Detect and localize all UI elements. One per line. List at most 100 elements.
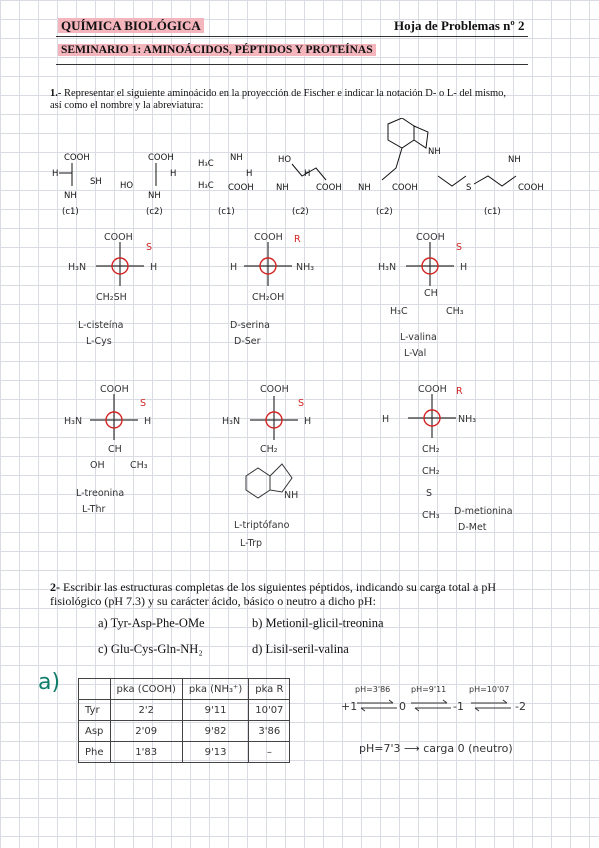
notation-d: D- bbox=[425, 88, 437, 99]
question-2-number: 2- bbox=[50, 580, 60, 594]
eq-state-2: -1 bbox=[453, 700, 464, 713]
val-h3c: H₃C bbox=[390, 306, 408, 317]
fischer-cys: COOH H₃N H CH₂SH S L-cisteína L-Cys bbox=[68, 232, 157, 347]
fischer-ser: COOH H NH₃ CH₂OH R D-serina D-Ser bbox=[230, 232, 314, 347]
ser-abbr: D-Ser bbox=[234, 336, 261, 347]
table-row: Phe 1'83 9'13 – bbox=[78, 741, 291, 763]
s3-h3c-bottom: H₃C bbox=[198, 181, 214, 191]
trp-cooh: COOH bbox=[260, 384, 289, 395]
met-name: D-metionina bbox=[454, 506, 513, 517]
eq-ph2: pH=9'11 bbox=[411, 685, 446, 694]
s2-nh3: NH bbox=[148, 191, 161, 201]
fischer-val: COOH H₃N H CH H₃C CH₃ S L-valina L-Val bbox=[378, 232, 467, 359]
pka-cell: Phe bbox=[78, 741, 111, 763]
trp-h3n: H₃N bbox=[222, 416, 240, 427]
trp-abbr: L-Trp bbox=[240, 538, 262, 549]
question-1-text-a: Representar el siguiente aminoácido en l… bbox=[64, 88, 426, 99]
label-c2-b: (c2) bbox=[292, 207, 309, 217]
ser-name: D-serina bbox=[230, 320, 270, 331]
fischer-row-1: COOH H₃N H CH₂SH S L-cisteína L-Cys COOH… bbox=[68, 232, 467, 359]
val-h: H bbox=[460, 262, 467, 273]
met-nh3: NH₃ bbox=[458, 414, 476, 425]
thr-oh: OH bbox=[90, 460, 105, 471]
eq-result: pH=7'3 ⟶ carga 0 (neutro) bbox=[359, 742, 513, 755]
question-2: 2- Escribir las estructuras completas de… bbox=[50, 580, 530, 608]
peptide-b: b) Metionil-glicil-treonina bbox=[252, 616, 384, 630]
cys-abbr: L-Cys bbox=[86, 336, 112, 347]
thr-cooh: COOH bbox=[100, 384, 129, 395]
s4-cooh: COOH bbox=[316, 183, 342, 193]
s5-benzene bbox=[387, 118, 415, 149]
peptide-a: a) Tyr-Asp-Phe-OMe bbox=[98, 616, 205, 630]
s2-h: H bbox=[170, 169, 176, 179]
eq-state-3: -2 bbox=[515, 700, 526, 713]
cys-h3n: H₃N bbox=[68, 262, 86, 273]
s3-cooh: COOH bbox=[228, 183, 254, 193]
s2-cooh: COOH bbox=[148, 153, 174, 163]
pka-header-row: pka (COOH) pka (NH₃⁺) pka R bbox=[78, 678, 291, 700]
charge-equilibrium: pH=3'86 pH=9'11 pH=10'07 +1 0 -1 -2 pH=7… bbox=[341, 685, 526, 755]
trp-h: H bbox=[304, 416, 311, 427]
label-c1-c: (c1) bbox=[484, 207, 501, 217]
ser-cooh: COOH bbox=[254, 232, 283, 243]
s3-h: H bbox=[246, 169, 252, 179]
s1-cooh: COOH bbox=[64, 153, 90, 163]
pka-cell: 2'2 bbox=[109, 699, 183, 721]
val-cooh: COOH bbox=[416, 232, 445, 243]
ser-config: R bbox=[294, 234, 301, 245]
s4-ho: HO bbox=[278, 155, 291, 165]
pka-cell: 3'86 bbox=[248, 720, 291, 742]
pka-cell: 1'83 bbox=[109, 741, 183, 763]
val-abbr: L-Val bbox=[404, 348, 426, 359]
s3-nh3: NH bbox=[230, 153, 243, 163]
notation-l: L- bbox=[446, 88, 457, 99]
sheet-title: Hoja de Problemas nº 2 bbox=[394, 18, 525, 33]
trp-nh: NH bbox=[284, 490, 298, 501]
ser-nh3: NH₃ bbox=[296, 262, 314, 273]
eq-state-0: +1 bbox=[341, 700, 357, 713]
pka-cell: 10'07 bbox=[248, 699, 291, 721]
s2-ho: HO bbox=[120, 181, 133, 191]
eq-ph3: pH=10'07 bbox=[469, 685, 509, 694]
ser-ch2oh: CH₂OH bbox=[252, 292, 284, 303]
s5-pyrrole bbox=[413, 125, 429, 149]
s6-nh3: NH bbox=[508, 155, 521, 165]
question-1-number: 1.- bbox=[50, 88, 62, 99]
cys-name: L-cisteína bbox=[78, 320, 123, 331]
eq-ph1: pH=3'86 bbox=[355, 685, 390, 694]
s5-chain bbox=[381, 147, 403, 181]
s5-nh3: NH bbox=[358, 183, 371, 193]
s4-nh3: NH bbox=[276, 183, 289, 193]
thr-name: L-treonina bbox=[76, 488, 124, 499]
pka-cell: – bbox=[248, 741, 291, 763]
seminar-divider bbox=[56, 64, 528, 65]
trp-ch2: CH₂ bbox=[260, 444, 278, 455]
pka-cell: 9'82 bbox=[181, 720, 250, 742]
met-ch3: CH₃ bbox=[422, 510, 440, 521]
s5-nh: NH bbox=[428, 147, 441, 157]
peptide-c: c) Glu-Cys-Gln-NH₂ bbox=[98, 642, 203, 656]
fischer-met: COOH H NH₃ CH₂ CH₂ S CH₃ R D-metionina D… bbox=[382, 384, 513, 533]
pka-table: pka (COOH) pka (NH₃⁺) pka R Tyr 2'2 9'11… bbox=[78, 678, 291, 763]
thr-h: H bbox=[144, 416, 151, 427]
pka-header-cooh: pka (COOH) bbox=[109, 678, 183, 700]
cys-h: H bbox=[150, 262, 157, 273]
s5-cooh: COOH bbox=[392, 183, 418, 193]
label-c2-c: (c2) bbox=[376, 207, 393, 217]
pka-header-r: pka R bbox=[248, 678, 291, 700]
answer-a-mark: a) bbox=[38, 670, 61, 695]
pka-cell: Tyr bbox=[78, 699, 111, 721]
met-config: R bbox=[456, 386, 463, 397]
fischer-trp: COOH H₃N H CH₂ NH S L-triptófano L-Trp bbox=[222, 384, 311, 549]
pka-cell: Asp bbox=[78, 720, 111, 742]
val-h3n: H₃N bbox=[378, 262, 396, 273]
val-name: L-valina bbox=[400, 332, 437, 343]
pka-cell: 9'11 bbox=[181, 699, 250, 721]
thr-h3n: H₃N bbox=[64, 416, 82, 427]
question-1-or: o bbox=[436, 88, 447, 99]
label-c1-b: (c1) bbox=[218, 207, 235, 217]
fischer-thr: COOH H₃N H CH OH CH₃ S L-treonina L-Thr bbox=[64, 384, 151, 515]
table-row: Tyr 2'2 9'11 10'07 bbox=[78, 699, 291, 721]
eq-arrow-2 bbox=[411, 699, 451, 712]
trp-name: L-triptófano bbox=[234, 520, 290, 531]
